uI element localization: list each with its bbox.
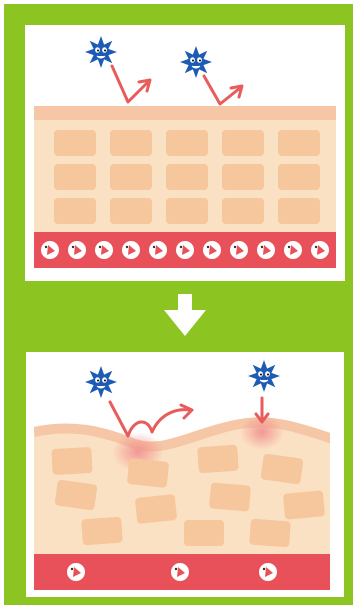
germ-pupil xyxy=(97,380,99,382)
blood-cell-icon xyxy=(284,241,302,259)
skin-cell xyxy=(54,164,96,190)
skin-cell xyxy=(110,198,152,224)
germ-pupil xyxy=(199,60,201,62)
skin-cell xyxy=(81,517,123,546)
blood-cell-eye xyxy=(175,568,177,570)
skin-cell xyxy=(278,198,320,224)
blood-cell-eye xyxy=(153,246,155,248)
blood-cell-eye xyxy=(180,246,182,248)
blood-cell-icon xyxy=(149,241,167,259)
blood-cell-icon xyxy=(259,563,277,581)
germ-pupil xyxy=(192,60,194,62)
blood-cell-icon xyxy=(41,241,59,259)
germ-body xyxy=(85,36,117,68)
germ-pupil xyxy=(97,50,99,52)
skin-cell xyxy=(209,482,251,511)
germ-icon xyxy=(248,360,280,392)
skin-cell xyxy=(51,447,92,475)
blood-cell-icon xyxy=(257,241,275,259)
blood-cell-eye xyxy=(72,246,74,248)
skin-surface-layer xyxy=(34,106,336,120)
germ-icon xyxy=(85,366,117,398)
skin-cell xyxy=(110,164,152,190)
skin-cell xyxy=(249,519,291,548)
blood-cell-eye xyxy=(315,246,317,248)
blood-cell-eye xyxy=(261,246,263,248)
blood-cell-eye xyxy=(234,246,236,248)
panel-healthy-skin xyxy=(26,26,344,280)
blood-cell-icon xyxy=(176,241,194,259)
germ-icon xyxy=(85,36,117,68)
skin-cell xyxy=(54,130,96,156)
skin-cell xyxy=(166,164,208,190)
skin-cell xyxy=(54,198,96,224)
skin-cell xyxy=(197,445,239,474)
blood-cell-icon xyxy=(68,241,86,259)
blood-cell-icon xyxy=(122,241,140,259)
germ-pupil xyxy=(260,374,262,376)
skin-cell xyxy=(166,130,208,156)
germ-body xyxy=(248,360,280,392)
blood-cell-icon xyxy=(67,563,85,581)
blood-cell-eye xyxy=(71,568,73,570)
germ-pupil xyxy=(104,380,106,382)
germ-pupil xyxy=(267,374,269,376)
skin-cell xyxy=(260,453,303,484)
skin-cell xyxy=(283,490,325,519)
skin-cell xyxy=(222,164,264,190)
germ-pupil xyxy=(104,50,106,52)
blood-cell-eye xyxy=(207,246,209,248)
blood-cell-icon xyxy=(203,241,221,259)
skin-cell xyxy=(184,520,224,546)
blood-cell-eye xyxy=(99,246,101,248)
blood-cell-eye xyxy=(126,246,128,248)
germ-icon xyxy=(180,46,212,78)
germ-body xyxy=(180,46,212,78)
skin-cell xyxy=(278,164,320,190)
blood-cell-icon xyxy=(230,241,248,259)
skin-cells-grid xyxy=(54,130,320,224)
blood-cell-eye xyxy=(288,246,290,248)
blood-cell-icon xyxy=(311,241,329,259)
skin-cell xyxy=(222,130,264,156)
blood-cell-eye xyxy=(263,568,265,570)
panel-damaged-skin xyxy=(26,352,344,597)
skin-cell xyxy=(127,458,169,488)
blood-cell-icon xyxy=(95,241,113,259)
blood-cell-eye xyxy=(45,246,47,248)
blood-cell-icon xyxy=(171,563,189,581)
skin-cell xyxy=(166,198,208,224)
skin-cell xyxy=(135,494,177,524)
skin-cell xyxy=(54,479,97,510)
germ-body xyxy=(85,366,117,398)
skin-cell xyxy=(222,198,264,224)
skin-cell xyxy=(110,130,152,156)
skin-cell xyxy=(278,130,320,156)
